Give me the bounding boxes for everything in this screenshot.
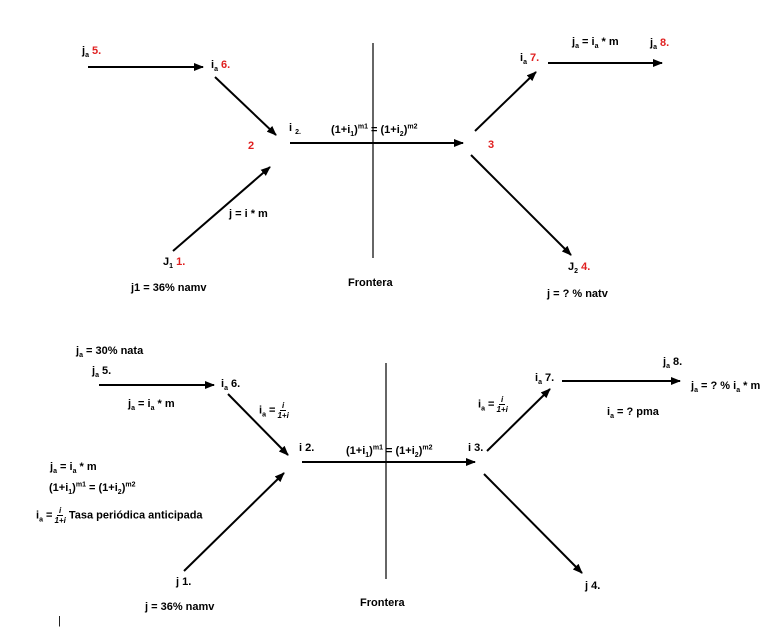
bottom-frontera-label: Frontera	[360, 597, 405, 609]
top-frontera-label: Frontera	[348, 277, 393, 289]
arrow-node3-to-ia7	[474, 71, 537, 132]
top-rate-namv: j1 = 36% namv	[131, 282, 207, 294]
bottom-j1-label: j 1.	[176, 576, 192, 588]
bottom-ia7-label: ia 7.	[535, 372, 555, 387]
top-equivalence-equation: (1+i1)m1 = (1+i2)m2	[331, 123, 418, 139]
bottom-ia-pma-question: ia = ? pma	[607, 406, 659, 421]
top-ja5-label: ja 5.	[82, 45, 102, 60]
top-ja8-label: ja 8.	[650, 37, 670, 52]
arrow-ia6-to-node2	[214, 76, 277, 136]
bottom-ja8-label: ja 8.	[663, 356, 683, 371]
bottom-nata-rate: ja = 30% nata	[76, 345, 144, 360]
arrow-b-j1-to-i2	[183, 472, 285, 572]
top-j1-label: J1 1.	[163, 256, 186, 271]
top-ja-formula: ja = ia * m	[572, 36, 619, 51]
top-i2-label: i 2.	[289, 122, 301, 137]
bottom-ja-question: ja = ? % ia * m	[691, 380, 761, 395]
top-node3-label: 3	[488, 139, 495, 151]
top-ia7-label: ia 7.	[520, 52, 540, 67]
arrow-j1-to-node2	[172, 166, 271, 252]
top-ia6-label: ia 6.	[211, 59, 231, 74]
bottom-ja-equals-ia-m: ja = ia * m	[128, 398, 175, 413]
top-node2-label: 2	[248, 140, 255, 152]
arrow-b-ia6-to-i2	[227, 393, 289, 456]
text-cursor: |	[58, 615, 61, 627]
top-j-equals-i-m: j = i * m	[229, 208, 268, 220]
bottom-left-equivalence: (1+i1)m1 = (1+i2)m2	[49, 481, 136, 497]
bottom-equivalence-equation: (1+i1)m1 = (1+i2)m2	[346, 444, 433, 460]
bottom-ja5-label: ja 5.	[92, 365, 112, 380]
bottom-left-ja-formula: ja = ia * m	[50, 461, 97, 476]
arrow-node3-to-j2	[470, 154, 572, 256]
bottom-j4-label: j 4.	[585, 580, 601, 592]
top-natv-question: j = ? % natv	[547, 288, 608, 300]
bottom-rate-namv: j = 36% namv	[145, 601, 215, 613]
bottom-i2-label: i 2.	[299, 442, 315, 454]
top-j2-label: J2 4.	[568, 261, 591, 276]
bottom-i3-label: i 3.	[468, 442, 484, 454]
bottom-ia6-label: ia 6.	[221, 378, 241, 393]
arrow-b-i3-to-ia7	[486, 388, 551, 452]
arrow-b-i3-to-j4	[483, 473, 583, 574]
